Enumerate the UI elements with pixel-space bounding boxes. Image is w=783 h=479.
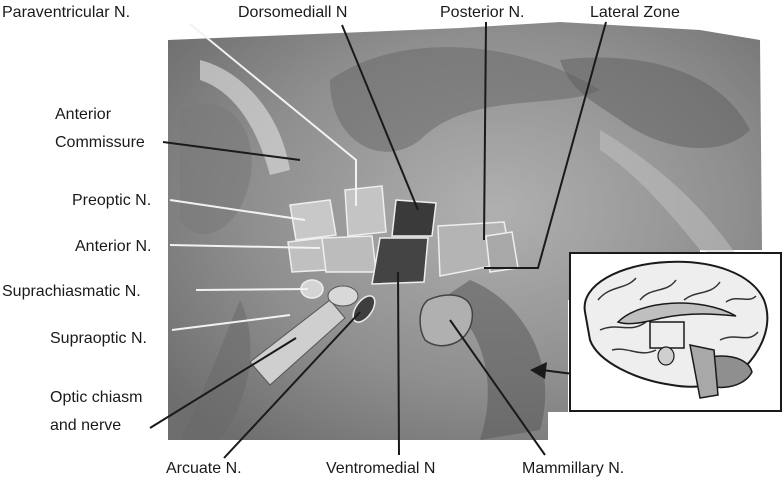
anterior-nucleus-2 xyxy=(321,235,377,273)
leader-line-anterior-commissure xyxy=(162,141,301,161)
label-ventromedial: Ventromedial N xyxy=(326,460,435,477)
leader-line-dorsomedial xyxy=(341,24,419,211)
leader-line-posterior xyxy=(483,21,487,241)
paraventricular-nucleus xyxy=(344,185,387,237)
ventromedial-nucleus xyxy=(371,237,429,285)
label-suprachiasmatic: Suprachiasmatic N. xyxy=(2,283,141,300)
corpus-callosum xyxy=(616,302,737,325)
labels: Paraventricular N. Dorsomediall N Poster… xyxy=(2,4,680,477)
lateral-zone xyxy=(485,231,519,273)
label-optic-chiasm-line1: Optic chiasm xyxy=(50,389,142,406)
brain-gyri xyxy=(597,277,759,354)
label-anterior-commissure-line1: Anterior xyxy=(55,106,112,123)
leader-line-lateral-zone xyxy=(484,21,607,269)
inset-mammillary xyxy=(657,346,675,366)
label-anterior-commissure-line2: Commissure xyxy=(55,134,145,151)
leader-line-supraoptic xyxy=(171,314,291,331)
label-lateral-zone: Lateral Zone xyxy=(590,4,680,21)
leader-line-anterior xyxy=(169,244,321,249)
leader-line-arcuate xyxy=(223,311,361,459)
label-supraoptic: Supraoptic N. xyxy=(50,330,147,347)
nuclei xyxy=(287,185,519,347)
leader-lines xyxy=(149,21,651,459)
leader-line-optic-chiasm xyxy=(149,337,297,429)
label-dorsomedial: Dorsomediall N xyxy=(238,4,347,21)
label-paraventricular: Paraventricular N. xyxy=(2,4,130,21)
label-preoptic: Preoptic N. xyxy=(72,192,151,209)
leader-line-ventromedial xyxy=(397,271,400,456)
dorsomedial-nucleus xyxy=(391,199,437,237)
leader-line-mammillary xyxy=(449,319,546,456)
inset-brain xyxy=(569,252,782,412)
arcuate-nucleus xyxy=(352,295,376,323)
label-optic-chiasm-line2: and nerve xyxy=(50,417,121,434)
leader-line-preoptic xyxy=(169,199,306,221)
anterior-nucleus xyxy=(287,237,327,273)
label-arcuate: Arcuate N. xyxy=(166,460,242,477)
leader-line-suprachiasmatic xyxy=(195,288,309,291)
label-mammillary: Mammillary N. xyxy=(522,460,624,477)
leader-line-paraventricular xyxy=(189,23,357,206)
label-posterior: Posterior N. xyxy=(440,4,524,21)
preoptic-nucleus xyxy=(289,199,337,241)
brainstem xyxy=(689,344,719,399)
inset-arrowhead xyxy=(530,362,547,379)
label-anterior: Anterior N. xyxy=(75,238,151,255)
